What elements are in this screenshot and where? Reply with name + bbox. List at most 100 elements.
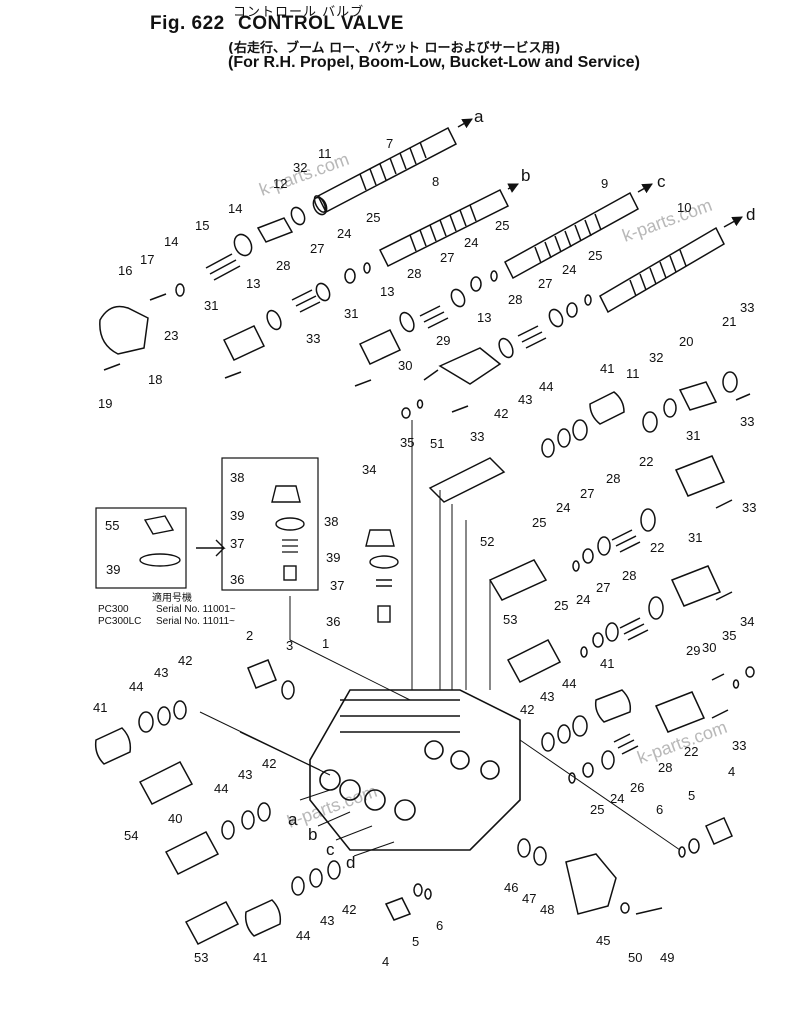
callout-25a: 25 xyxy=(366,210,380,225)
callout-43c: 43 xyxy=(154,665,168,680)
callout-13a: 13 xyxy=(246,276,260,291)
ring-35b xyxy=(732,679,740,689)
callout-44d: 44 xyxy=(214,781,228,796)
applic-model-1: PC300 xyxy=(98,604,129,615)
callout-23: 23 xyxy=(164,328,178,343)
block-29a xyxy=(438,347,502,385)
callout-22c: 22 xyxy=(684,744,698,759)
spool-letter-b-top: b xyxy=(521,166,530,185)
callout-27c: 27 xyxy=(538,276,552,291)
o-ring-13b xyxy=(399,311,415,333)
bolt-33d xyxy=(715,499,733,509)
valve-53b xyxy=(184,901,240,945)
callout-29b: 29 xyxy=(686,643,700,658)
callout-38a: 38 xyxy=(230,470,244,485)
callout-22a: 22 xyxy=(639,454,653,469)
spring-30b xyxy=(711,673,725,681)
stopper-24d xyxy=(582,548,594,564)
cap-18 xyxy=(99,305,149,355)
callout-34b: 34 xyxy=(740,614,754,629)
watermark-2: k-parts.com xyxy=(620,195,715,246)
callout-28f: 28 xyxy=(658,760,672,775)
valve-52 xyxy=(488,559,548,601)
bolt-49 xyxy=(635,907,663,915)
seat-26 xyxy=(601,750,615,770)
callout-41c: 41 xyxy=(93,700,107,715)
seat-21 xyxy=(722,371,738,393)
applicability-note: 適用号機 PC300 Serial No. 11001~ PC300LC Ser… xyxy=(98,591,236,627)
callout-24a: 24 xyxy=(337,226,351,241)
callout-20: 20 xyxy=(679,334,693,349)
callout-16: 16 xyxy=(118,263,132,278)
callout-48: 48 xyxy=(540,902,554,917)
ring-25a xyxy=(363,262,371,274)
spool-letter-a-body: a xyxy=(288,810,298,829)
callout-44e: 44 xyxy=(296,928,310,943)
callout-33f: 33 xyxy=(732,738,746,753)
callout-47: 47 xyxy=(522,891,536,906)
spool-letter-c-top: c xyxy=(657,172,666,191)
callout-14a: 14 xyxy=(228,201,242,216)
ring-44d xyxy=(221,820,235,840)
ring-47 xyxy=(533,846,547,866)
cap-31a xyxy=(222,325,266,361)
subtitle-english: (For R.H. Propel, Boom-Low, Bucket-Low a… xyxy=(228,54,640,71)
callout-42a: 42 xyxy=(494,406,508,421)
callout-25c: 25 xyxy=(588,248,602,263)
callout-42e: 42 xyxy=(342,902,356,917)
callout-29a: 29 xyxy=(436,333,450,348)
ring-25d xyxy=(572,560,580,572)
callout-27d: 27 xyxy=(580,486,594,501)
spools xyxy=(313,118,743,314)
bolt-19 xyxy=(103,363,121,371)
callout-43d: 43 xyxy=(238,767,252,782)
callout-31a: 31 xyxy=(204,298,218,313)
callout-14b: 14 xyxy=(164,234,178,249)
callout-27e: 27 xyxy=(596,580,610,595)
callout-32: 32 xyxy=(293,160,307,175)
subtitle-japanese: (右走行、ブーム ロー、バケット ローおよびサービス用) xyxy=(228,41,561,56)
ring-11b xyxy=(642,411,658,433)
callout-25b: 25 xyxy=(495,218,509,233)
callout-42c: 42 xyxy=(178,653,192,668)
spring-15 xyxy=(205,253,241,281)
retainer-12 xyxy=(256,217,294,243)
callout-15: 15 xyxy=(195,218,209,233)
ring-42e xyxy=(327,860,341,880)
callout-35b: 35 xyxy=(722,628,736,643)
callout-30b: 30 xyxy=(702,640,716,655)
ring-43a xyxy=(557,428,571,448)
figure-title: Fig. 622 CONTROL VALVE xyxy=(150,13,404,35)
ring-43e xyxy=(309,868,323,888)
ring-5a xyxy=(688,838,700,854)
applic-serial-1: Serial No. 11001~ xyxy=(156,604,236,615)
valve-41d xyxy=(244,899,282,937)
callout-24d: 24 xyxy=(556,500,570,515)
callout-36a: 36 xyxy=(230,572,244,587)
callout-22b: 22 xyxy=(650,540,664,555)
callout-26: 26 xyxy=(630,780,644,795)
callout-2: 2 xyxy=(246,628,253,643)
ring-11a xyxy=(312,196,328,216)
callout-43a: 43 xyxy=(518,392,532,407)
spool-7 xyxy=(313,118,473,214)
ring-42d xyxy=(257,802,271,822)
seat-27b xyxy=(450,288,466,308)
callout-8: 8 xyxy=(432,174,439,189)
spring-28a xyxy=(291,289,321,313)
valve-body-1 xyxy=(309,689,521,851)
callout-25d: 25 xyxy=(532,515,546,530)
parts-38-36 xyxy=(365,529,399,623)
callout-17: 17 xyxy=(140,252,154,267)
callout-5b: 5 xyxy=(412,934,419,949)
spool-letter-b-body: b xyxy=(308,825,317,844)
piston-34a xyxy=(401,407,411,419)
callout-37a: 37 xyxy=(230,536,244,551)
callout-39a: 39 xyxy=(106,562,120,577)
spring-30a xyxy=(423,369,439,381)
callout-32b: 32 xyxy=(649,350,663,365)
o-ring-22a xyxy=(640,508,656,532)
callout-18: 18 xyxy=(148,372,162,387)
spool-9 xyxy=(504,183,653,280)
ring-42c xyxy=(173,700,187,720)
